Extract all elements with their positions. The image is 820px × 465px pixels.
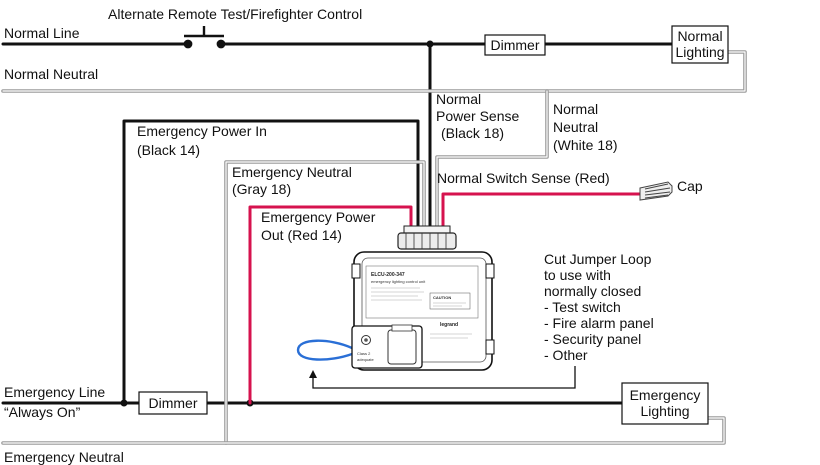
emergency-power-in-label-2: (Black 14) — [137, 142, 200, 158]
normal-power-sense-label-3: (Black 18) — [441, 125, 504, 141]
emergency-neutral-gray-label-2: (Gray 18) — [232, 181, 291, 197]
device-brand: legrand — [440, 322, 458, 328]
normal-neutral18-label-2: Neutral — [553, 119, 598, 135]
normal-neutral-label: Normal Neutral — [4, 66, 98, 82]
emergency-neutral-wire — [1, 416, 726, 445]
dimmer-bottom-label: Dimmer — [149, 395, 198, 411]
dimmer-top: Dimmer — [484, 34, 546, 56]
class2-label: Class 2 — [357, 351, 371, 356]
always-on-label: “Always On” — [4, 404, 81, 420]
normal-lighting-box: Normal Lighting — [671, 25, 729, 64]
elcu-device: ELCU-200-347 emergency lighting control … — [351, 225, 495, 371]
alternate-remote-label: Alternate Remote Test/Firefighter Contro… — [108, 6, 362, 22]
switch-terminal-right — [216, 39, 226, 49]
cut-jumper-line: Cut Jumper Loop — [544, 251, 652, 267]
cut-jumper-line: to use with — [544, 267, 611, 283]
normal-power-sense-label-1: Normal — [436, 91, 481, 107]
emergency-neutral-gray-wire-core — [225, 161, 425, 444]
normal-neutral-wire-core — [2, 51, 746, 92]
normal-lighting-label-1: Normal — [677, 28, 722, 44]
cut-jumper-line: - Other — [544, 347, 588, 363]
emergency-power-in-label-1: Emergency Power In — [137, 123, 267, 139]
emergency-neutral-gray-label-1: Emergency Neutral — [232, 164, 352, 180]
cap-label: Cap — [677, 178, 703, 194]
cut-jumper-line: - Security panel — [544, 331, 641, 347]
black-wires — [1, 42, 674, 405]
cut-jumper-note: Cut Jumper Loop to use with normally clo… — [544, 251, 654, 363]
normal-power-sense-label-2: Power Sense — [436, 108, 519, 124]
jumper-loop — [296, 339, 576, 389]
class2-cover — [387, 329, 417, 365]
class2-sub: adequate — [357, 357, 374, 362]
normal-neutral18-label-3: (White 18) — [553, 137, 618, 153]
normal-neutral-wire — [1, 50, 747, 93]
dimmer-top-label: Dimmer — [491, 37, 540, 53]
cap-icon — [639, 181, 673, 201]
emergency-neutral-wire-core — [2, 417, 725, 444]
junction-dot — [120, 399, 128, 407]
dimmer-bottom: Dimmer — [138, 391, 208, 415]
normal-neutral18-wire-core — [436, 90, 548, 233]
emergency-lighting-box: Emergency Lighting — [621, 382, 709, 425]
normal-line-label: Normal Line — [4, 25, 80, 41]
cut-jumper-line: - Test switch — [544, 299, 621, 315]
remote-switch — [183, 26, 226, 49]
emergency-lighting-label-2: Lighting — [640, 403, 689, 419]
cut-jumper-line: normally closed — [544, 283, 641, 299]
junction-dot — [426, 40, 434, 48]
neutral-wires — [1, 50, 747, 445]
arrow-up-icon — [309, 370, 317, 378]
red-wires — [248, 192, 642, 405]
device-subtitle: emergency lighting control unit — [371, 279, 426, 284]
emergency-power-out-label-1: Emergency Power — [261, 209, 376, 225]
emergency-power-in-wire — [122, 119, 420, 402]
jumper-arrow-line — [312, 366, 576, 389]
device-model: ELCU-200-347 — [371, 272, 405, 278]
emergency-lighting-label-1: Emergency — [630, 387, 701, 403]
device-connector-nut — [397, 232, 457, 250]
emergency-power-out-label-2: Out (Red 14) — [261, 227, 342, 243]
normal-switch-sense-label: Normal Switch Sense (Red) — [437, 170, 610, 186]
emergency-line-label: Emergency Line — [4, 384, 105, 400]
cut-jumper-line: - Fire alarm panel — [544, 315, 654, 331]
normal-switch-sense-wire — [441, 192, 642, 234]
emergency-neutral-label: Emergency Neutral — [4, 449, 124, 465]
jumper-loop-wire — [296, 339, 353, 361]
switch-terminal-left — [183, 39, 193, 49]
device-fineprint — [371, 287, 424, 301]
device-caution: CAUTION — [433, 295, 451, 300]
normal-lighting-label-2: Lighting — [675, 44, 724, 60]
normal-neutral18-label-1: Normal — [553, 101, 598, 117]
emergency-power-out-wire — [248, 205, 413, 405]
